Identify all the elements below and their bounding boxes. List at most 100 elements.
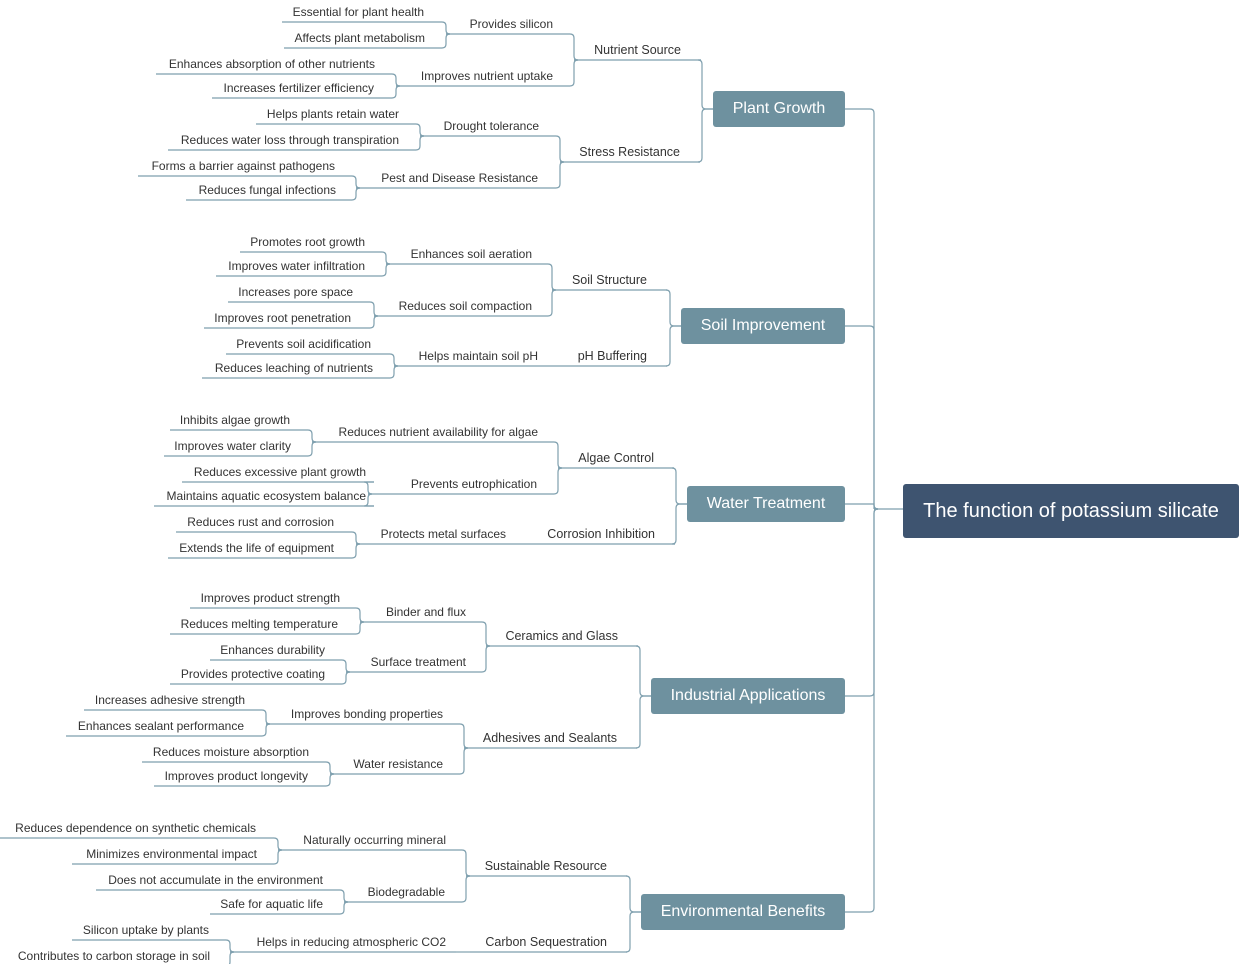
subtopic-label[interactable]: Helps in reducing atmospheric CO2 bbox=[256, 935, 446, 949]
leaf-connector bbox=[381, 365, 399, 379]
subtopic-label[interactable]: Protects metal surfaces bbox=[380, 527, 506, 541]
leaf-label[interactable]: Extends the life of equipment bbox=[179, 541, 334, 555]
leaf-label[interactable]: Improves water clarity bbox=[174, 439, 291, 453]
topic-connector bbox=[671, 467, 687, 505]
branch-node[interactable]: Water Treatment bbox=[687, 486, 845, 522]
leaf-label[interactable]: Enhances durability bbox=[220, 643, 325, 657]
branch-connector bbox=[845, 325, 879, 510]
leaf-label[interactable]: Reduces fungal infections bbox=[198, 183, 336, 197]
leaf-label[interactable]: Maintains aquatic ecosystem balance bbox=[166, 489, 366, 503]
leaf-label[interactable]: Reduces melting temperature bbox=[180, 617, 338, 631]
leaf-label[interactable]: Improves water infiltration bbox=[228, 259, 365, 273]
leaf-connector bbox=[373, 251, 391, 265]
leaf-label[interactable]: Reduces excessive plant growth bbox=[193, 465, 366, 479]
subtopic-label[interactable]: Prevents eutrophication bbox=[410, 477, 537, 491]
subtopic-connector bbox=[453, 723, 469, 749]
leaf-label[interactable]: Minimizes environmental impact bbox=[86, 847, 257, 861]
leaf-label[interactable]: Improves product longevity bbox=[164, 769, 308, 783]
leaf-label[interactable]: Essential for plant health bbox=[292, 5, 424, 19]
subtopic-connector bbox=[476, 645, 491, 673]
leaf-connector bbox=[432, 21, 451, 35]
leaf-label[interactable]: Reduces moisture absorption bbox=[152, 745, 309, 759]
leaf-label[interactable]: Does not accumulate in the environment bbox=[108, 873, 323, 887]
topic-connector bbox=[635, 695, 651, 749]
subtopic-label[interactable]: Helps maintain soil pH bbox=[418, 349, 538, 363]
leaf-connector bbox=[317, 761, 335, 775]
subtopic-label[interactable]: Provides silicon bbox=[469, 17, 553, 31]
leaf-connector bbox=[346, 621, 365, 635]
leaf-label[interactable]: Silicon uptake by plants bbox=[82, 923, 209, 937]
leaf-connector bbox=[363, 493, 374, 507]
leaf-connector bbox=[228, 951, 235, 964]
leaf-label[interactable]: Prevents soil acidification bbox=[236, 337, 371, 351]
subtopic-connector bbox=[549, 135, 565, 163]
leaf-label[interactable]: Safe for aquatic life bbox=[220, 897, 323, 911]
subtopic-label[interactable]: Pest and Disease Resistance bbox=[381, 171, 538, 185]
subtopic-label[interactable]: Enhances soil aeration bbox=[410, 247, 532, 261]
leaf-label[interactable]: Inhibits algae growth bbox=[179, 413, 290, 427]
leaf-label[interactable]: Reduces rust and corrosion bbox=[187, 515, 334, 529]
branch-connector bbox=[845, 508, 879, 913]
branch-node[interactable]: Environmental Benefits bbox=[641, 894, 845, 930]
leaf-connector bbox=[348, 607, 365, 623]
topic-connector bbox=[665, 325, 681, 367]
subtopic-label[interactable]: Biodegradable bbox=[367, 885, 445, 899]
leaf-label[interactable]: Contributes to carbon storage in soil bbox=[17, 949, 210, 963]
subtopic-label[interactable]: Reduces soil compaction bbox=[398, 299, 532, 313]
subtopic-label[interactable]: Drought tolerance bbox=[443, 119, 539, 133]
leaf-label[interactable]: Reduces water loss through transpiration bbox=[180, 133, 399, 147]
topic-connector bbox=[625, 875, 641, 913]
topic-connector bbox=[671, 503, 687, 545]
leaf-label[interactable]: Enhances sealant performance bbox=[77, 719, 244, 733]
leaf-label[interactable]: Affects plant metabolism bbox=[294, 31, 425, 45]
subtopic-label[interactable]: Improves nutrient uptake bbox=[420, 69, 553, 83]
leaf-connector bbox=[373, 263, 391, 277]
root-node[interactable]: The function of potassium silicate bbox=[903, 484, 1239, 538]
leaf-label[interactable]: Enhances absorption of other nutrients bbox=[168, 57, 375, 71]
leaf-label[interactable]: Increases adhesive strength bbox=[94, 693, 245, 707]
leaf-label[interactable]: Promotes root growth bbox=[250, 235, 365, 249]
branch-node[interactable]: Industrial Applications bbox=[651, 678, 845, 714]
leaf-label[interactable]: Helps plants retain water bbox=[266, 107, 399, 121]
topic-label[interactable]: Adhesives and Sealants bbox=[482, 731, 617, 745]
branch-connector bbox=[845, 108, 879, 510]
leaf-connector bbox=[433, 33, 451, 49]
leaf-label[interactable]: Increases pore space bbox=[238, 285, 353, 299]
topic-label[interactable]: Algae Control bbox=[578, 451, 654, 465]
leaf-connector bbox=[331, 901, 349, 915]
topic-label[interactable]: Sustainable Resource bbox=[484, 859, 607, 873]
branch-node[interactable]: Soil Improvement bbox=[681, 308, 845, 344]
subtopic-label[interactable]: Naturally occurring mineral bbox=[303, 833, 446, 847]
leaf-label[interactable]: Improves root penetration bbox=[214, 311, 351, 325]
subtopic-label[interactable]: Binder and flux bbox=[385, 605, 466, 619]
subtopic-label[interactable]: Surface treatment bbox=[370, 655, 466, 669]
topic-label[interactable]: Ceramics and Glass bbox=[505, 629, 618, 643]
leaf-label[interactable]: Provides protective coating bbox=[180, 667, 325, 681]
topic-label[interactable]: Soil Structure bbox=[571, 273, 647, 287]
subtopic-label[interactable]: Water resistance bbox=[353, 757, 443, 771]
leaf-label[interactable]: Increases fertilizer efficiency bbox=[223, 81, 374, 95]
leaf-connector bbox=[333, 659, 351, 673]
subtopic-label[interactable]: Reduces nutrient availability for algae bbox=[338, 425, 538, 439]
leaf-label[interactable]: Forms a barrier against pathogens bbox=[151, 159, 335, 173]
leaf-label[interactable]: Improves product strength bbox=[200, 591, 340, 605]
leaf-connector bbox=[407, 135, 425, 151]
leaf-connector bbox=[265, 849, 283, 865]
leaf-connector bbox=[359, 315, 379, 329]
topic-label[interactable]: Carbon Sequestration bbox=[485, 935, 607, 949]
topic-label[interactable]: Nutrient Source bbox=[594, 43, 681, 57]
leaf-label[interactable]: Reduces dependence on synthetic chemical… bbox=[15, 821, 256, 835]
branch-node[interactable]: Plant Growth bbox=[713, 91, 845, 127]
topic-connector bbox=[697, 59, 713, 110]
leaf-connector bbox=[344, 187, 361, 201]
topic-connector bbox=[697, 108, 713, 163]
leaf-label[interactable]: Reduces leaching of nutrients bbox=[214, 361, 373, 375]
subtopic-connector bbox=[542, 289, 557, 317]
topic-label[interactable]: Stress Resistance bbox=[579, 145, 680, 159]
subtopic-label[interactable]: Improves bonding properties bbox=[290, 707, 443, 721]
topic-connector bbox=[635, 645, 651, 697]
topic-label[interactable]: pH Buffering bbox=[577, 349, 647, 363]
topic-label[interactable]: Corrosion Inhibition bbox=[547, 527, 655, 541]
leaf-connector bbox=[382, 85, 401, 99]
